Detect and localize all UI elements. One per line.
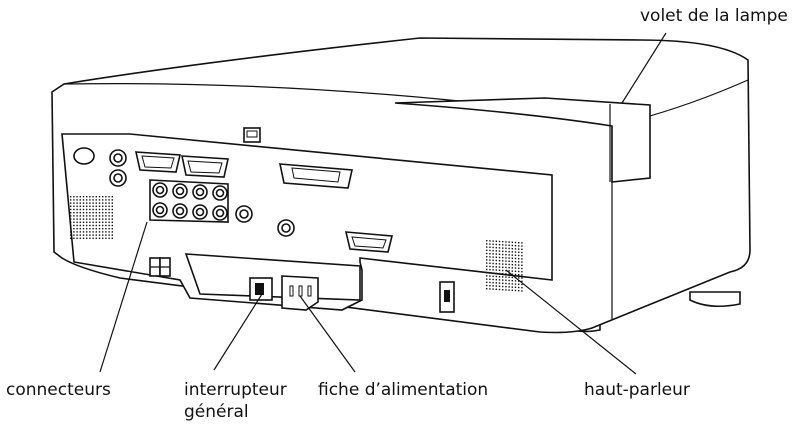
connector-panel — [61, 133, 553, 311]
security-lock-icon — [439, 281, 455, 313]
label-power-switch-line2: général — [184, 402, 249, 422]
dvi-port-icon — [278, 163, 353, 189]
leader-lines — [99, 32, 667, 375]
vga-port-icon — [134, 151, 181, 173]
rca-jack-icon — [149, 179, 229, 223]
speaker-grille-icon — [486, 240, 523, 292]
label-lamp-door: volet de la lampe — [640, 6, 788, 26]
label-power-plug: fiche d’alimentation — [318, 380, 489, 400]
vga-port-icon — [344, 231, 394, 253]
power-socket-icon — [281, 275, 319, 311]
speaker-grille-icon — [70, 196, 113, 239]
label-speaker: haut-parleur — [584, 380, 690, 400]
lamp-door — [394, 97, 651, 183]
rca-jack-icon — [109, 149, 127, 187]
dip-switch-block — [149, 257, 171, 277]
power-switch-icon — [249, 277, 273, 301]
usb-port-icon — [243, 127, 261, 143]
ir-sensor — [73, 147, 95, 165]
label-power-switch-line1: interrupteur — [184, 380, 287, 400]
vga-port-icon — [180, 155, 229, 178]
label-connectors: connecteurs — [6, 380, 111, 400]
rca-jack-icon — [235, 205, 295, 237]
